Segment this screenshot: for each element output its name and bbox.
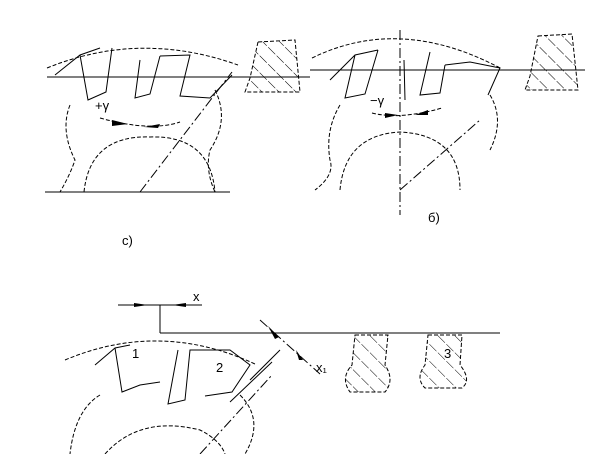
hub-arc [339, 131, 461, 191]
arrow-head [112, 120, 128, 126]
angle-arc [371, 107, 443, 117]
blades [329, 49, 501, 101]
figure-c: x x₁ 1 2 3 [64, 289, 500, 454]
tooth-label-2: 2 [216, 360, 223, 375]
axis-line [229, 361, 273, 403]
dimension-x1-label: x₁ [316, 360, 328, 375]
arrow-head [172, 303, 186, 307]
cutter-outer-arc [64, 340, 256, 365]
axis-line [139, 71, 233, 193]
cutter-outer-arc [311, 38, 501, 69]
angle-arc [99, 117, 181, 127]
workpiece-tooth [419, 334, 467, 389]
blades [94, 344, 251, 405]
hub-arc [83, 136, 216, 193]
arrow-head [296, 350, 303, 360]
blades [54, 47, 233, 101]
dimension-x1-line [259, 319, 321, 375]
arrow-head [415, 110, 428, 115]
workpiece-section [524, 33, 579, 91]
figure-b: −γ б) [310, 30, 585, 225]
arrow-head [385, 113, 398, 118]
workpiece-section [244, 39, 301, 93]
angle-label: −γ [370, 93, 385, 108]
workpiece-tooth [345, 334, 391, 393]
figure-label-a: c) [122, 233, 133, 248]
arrow-head [144, 124, 160, 128]
cutter-outer-arc [46, 47, 239, 69]
angle-label: +γ [95, 98, 110, 113]
figure-label-b: б) [428, 210, 440, 225]
hub-arc [104, 425, 226, 454]
cutter-body [59, 89, 222, 193]
axis-line [399, 119, 481, 191]
dimension-x-label: x [193, 289, 200, 304]
axis-line [249, 349, 281, 381]
cutter-body [314, 94, 498, 191]
arrow-head [268, 326, 279, 339]
arrow-head [134, 303, 148, 307]
cutter-body [69, 394, 255, 454]
tooth-label-3: 3 [444, 346, 451, 361]
figure-a: +γ c) [45, 39, 310, 248]
tooth-label-1: 1 [132, 346, 139, 361]
